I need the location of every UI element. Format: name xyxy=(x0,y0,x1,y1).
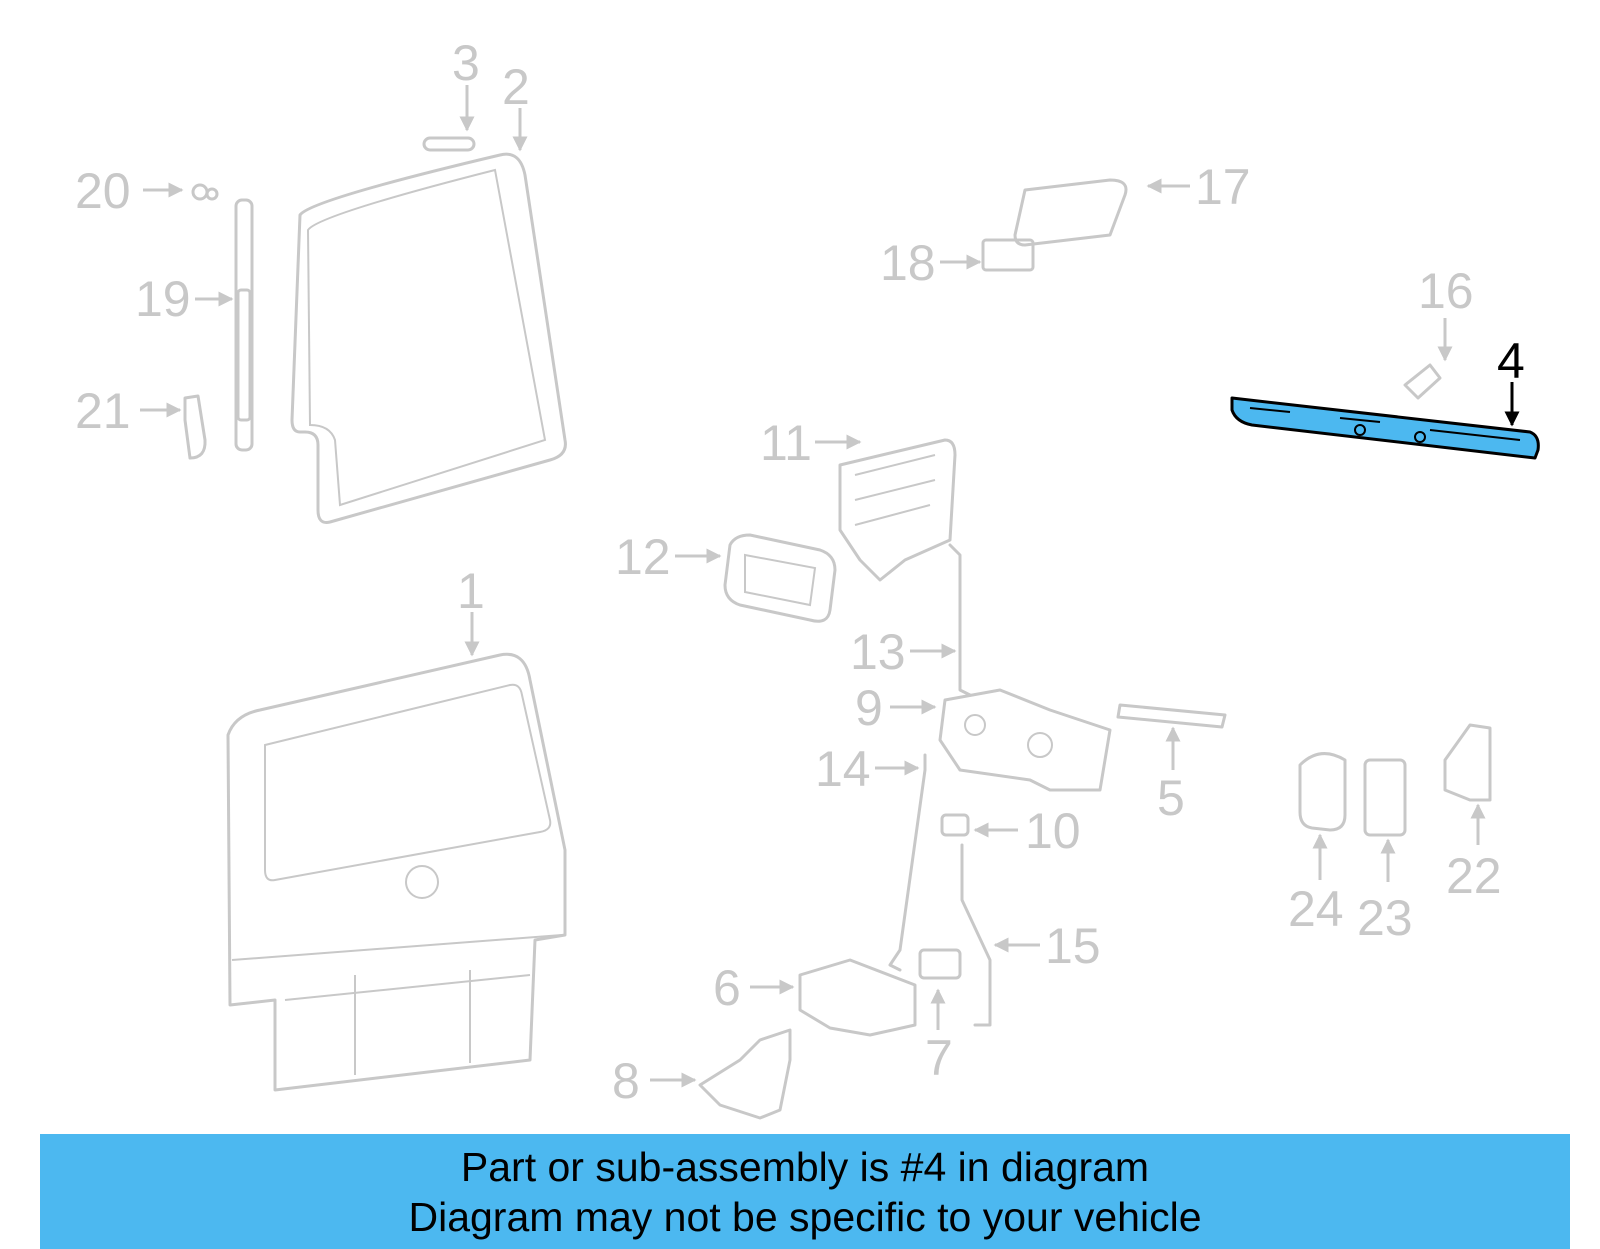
banner-line-2: Diagram may not be specific to your vehi… xyxy=(408,1194,1202,1240)
part-5-strip xyxy=(1116,703,1227,729)
callout-4: 4 xyxy=(1497,333,1525,389)
callout-10: 10 xyxy=(1025,803,1081,859)
callout-7: 7 xyxy=(925,1030,953,1086)
callout-5: 5 xyxy=(1157,770,1185,826)
callout-3: 3 xyxy=(452,35,480,91)
callout-19: 19 xyxy=(135,271,191,327)
part-22-striker xyxy=(1443,723,1492,802)
callout-13: 13 xyxy=(850,624,906,680)
part-18-plate xyxy=(981,238,1035,272)
part-13-rod xyxy=(948,543,972,697)
callout-6: 6 xyxy=(713,960,741,1016)
part-11-latch xyxy=(838,438,957,582)
part-2-rear-window xyxy=(290,152,567,524)
part-15-rod xyxy=(960,843,992,1027)
callout-2: 2 xyxy=(502,59,530,115)
callout-22: 22 xyxy=(1446,848,1502,904)
parts-diagram: 3 2 20 19 21 1 17 18 16 4 11 12 13 9 5 1… xyxy=(75,35,1540,1120)
callout-23: 23 xyxy=(1357,890,1413,946)
part-10-clip xyxy=(940,813,970,837)
callout-18: 18 xyxy=(880,235,936,291)
callout-11: 11 xyxy=(760,415,812,471)
part-6-actuator xyxy=(798,958,917,1037)
part-9-lock xyxy=(938,688,1112,792)
callout-21: 21 xyxy=(75,383,131,439)
banner-line-1: Part or sub-assembly is #4 in diagram xyxy=(460,1144,1150,1190)
part-16-fastener xyxy=(1403,363,1442,400)
part-14-rod xyxy=(888,753,927,972)
part-24-bumper xyxy=(1298,752,1347,832)
part-3-trim xyxy=(422,136,476,152)
callout-24: 24 xyxy=(1288,881,1344,937)
callout-1: 1 xyxy=(457,563,485,619)
callout-17: 17 xyxy=(1195,159,1251,215)
callout-16: 16 xyxy=(1418,263,1474,319)
callout-arrows xyxy=(140,85,1520,1088)
callout-8: 8 xyxy=(612,1053,640,1109)
part-21-bracket xyxy=(183,394,207,460)
part-12-cover xyxy=(723,533,837,623)
callout-15: 15 xyxy=(1045,918,1101,974)
part-7-switch xyxy=(918,948,962,980)
part-8-bracket xyxy=(698,1028,792,1120)
callout-12: 12 xyxy=(615,529,671,585)
part-20-clip xyxy=(191,183,219,201)
info-banner: Part or sub-assembly is #4 in diagram Di… xyxy=(40,1134,1570,1249)
callout-20: 20 xyxy=(75,163,131,219)
part-23-block xyxy=(1363,758,1407,837)
part-1-tailgate xyxy=(226,652,567,1092)
callout-9: 9 xyxy=(855,680,883,736)
part-17-hinge xyxy=(1013,178,1128,247)
callout-14: 14 xyxy=(815,741,871,797)
part-19-gas-strut xyxy=(234,198,254,452)
part-4-trim-strip xyxy=(1230,396,1540,460)
